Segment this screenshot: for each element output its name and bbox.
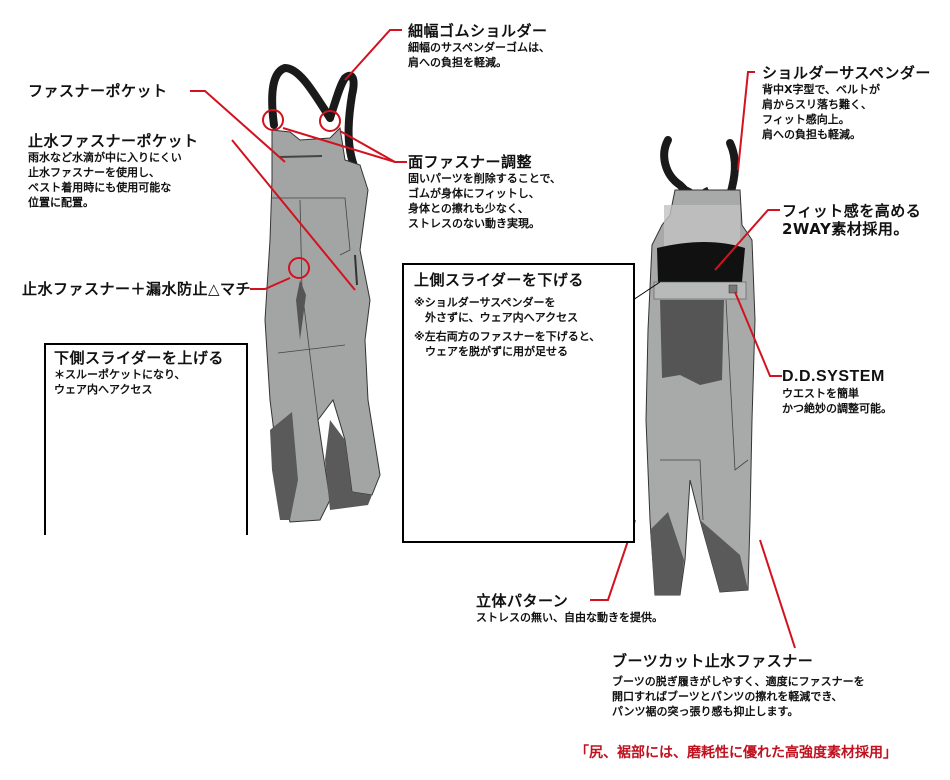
back-bib-illustration (645, 136, 756, 596)
box-note-2: ※左右両方のファスナーを下げると、 ウェアを脱がずに用が足せる (414, 330, 601, 358)
callout-two-way-material: フィット感を高める 2WAY素材採用。 (782, 202, 921, 238)
callout-waterproof-gusset: 止水ファスナー＋漏水防止△マチ (22, 280, 251, 298)
callout-title: 細幅ゴムショルダー (408, 22, 548, 40)
callout-title: 面ファスナー調整 (408, 153, 533, 171)
upper-slider-box: 上側スライダーを下げる ※ショルダーサスペンダーを 外さずに、ウェア内へアクセス… (402, 263, 635, 543)
callout-title: 止水ファスナー＋漏水防止△マチ (22, 280, 252, 298)
callout-title: 止水ファスナーポケット (28, 132, 199, 150)
footer-note: 「尻、裾部には、磨耗性に優れた高強度素材採用」 (575, 745, 897, 761)
callout-body: ブーツの脱ぎ履きがしやすく、適度にファスナーを 開口すればブーツとパンツの擦れを… (612, 675, 865, 718)
callout-dd-system: D.D.SYSTEM ウエストを簡単 かつ絶妙の調整可能。 (782, 368, 892, 416)
callout-title: 立体パターン (476, 592, 569, 610)
callout-body: 背中X字型で、ベルトが 肩からスリ落ち難く、 フィット感向上。 肩への負担も軽減… (762, 83, 881, 141)
callout-body: 雨水など水滴が中に入りにくい 止水ファスナーを使用し、 ベスト着用時にも使用可能… (28, 151, 182, 209)
callout-body: 固いパーツを削除することで、 ゴムが身体にフィットし、 身体との擦れも少なく、 … (408, 172, 562, 230)
callout-body: ストレスの無い、自由な動きを提供。 (476, 611, 663, 624)
lower-slider-box: 下側スライダーを上げる ＊スルーポケットになり、 ウェア内へアクセス (44, 343, 248, 535)
callout-shoulder-suspender: ショルダーサスペンダー 背中X字型で、ベルトが 肩からスリ落ち難く、 フィット感… (762, 64, 931, 142)
callout-bootcut-fastener: ブーツカット止水ファスナー ブーツの脱ぎ履きがしやすく、適度にファスナーを 開口… (612, 652, 865, 719)
callout-body: 細幅のサスペンダーゴムは、 肩への負担を軽減。 (408, 41, 551, 69)
front-bib-illustration (264, 63, 381, 523)
callout-body: ウエストを簡単 かつ絶妙の調整可能。 (782, 387, 892, 415)
box-title: 上側スライダーを下げる (414, 271, 584, 289)
box-body: ＊スルーポケットになり、 ウェア内へアクセス (54, 368, 186, 396)
callout-title: ブーツカット止水ファスナー (612, 652, 814, 670)
callout-title: D.D.SYSTEM (782, 368, 885, 385)
callout-3d-pattern: 立体パターン ストレスの無い、自由な動きを提供。 (476, 592, 663, 625)
callout-waterproof-fastener-pocket: 止水ファスナーポケット 雨水など水滴が中に入りにくい 止水ファスナーを使用し、 … (28, 132, 199, 210)
box-note-1: ※ショルダーサスペンダーを 外さずに、ウェア内へアクセス (414, 296, 579, 324)
callout-fastener-pocket: ファスナーポケット (28, 82, 168, 100)
callout-title: ファスナーポケット (28, 82, 168, 100)
callout-title: フィット感を高める 2WAY素材採用。 (782, 202, 922, 238)
callout-surface-fastener-adjust: 面ファスナー調整 固いパーツを削除することで、 ゴムが身体にフィットし、 身体と… (408, 153, 561, 231)
box-title: 下側スライダーを上げる (54, 349, 224, 367)
callout-narrow-rubber-shoulder: 細幅ゴムショルダー 細幅のサスペンダーゴムは、 肩への負担を軽減。 (408, 22, 550, 70)
callout-title: ショルダーサスペンダー (762, 64, 931, 82)
